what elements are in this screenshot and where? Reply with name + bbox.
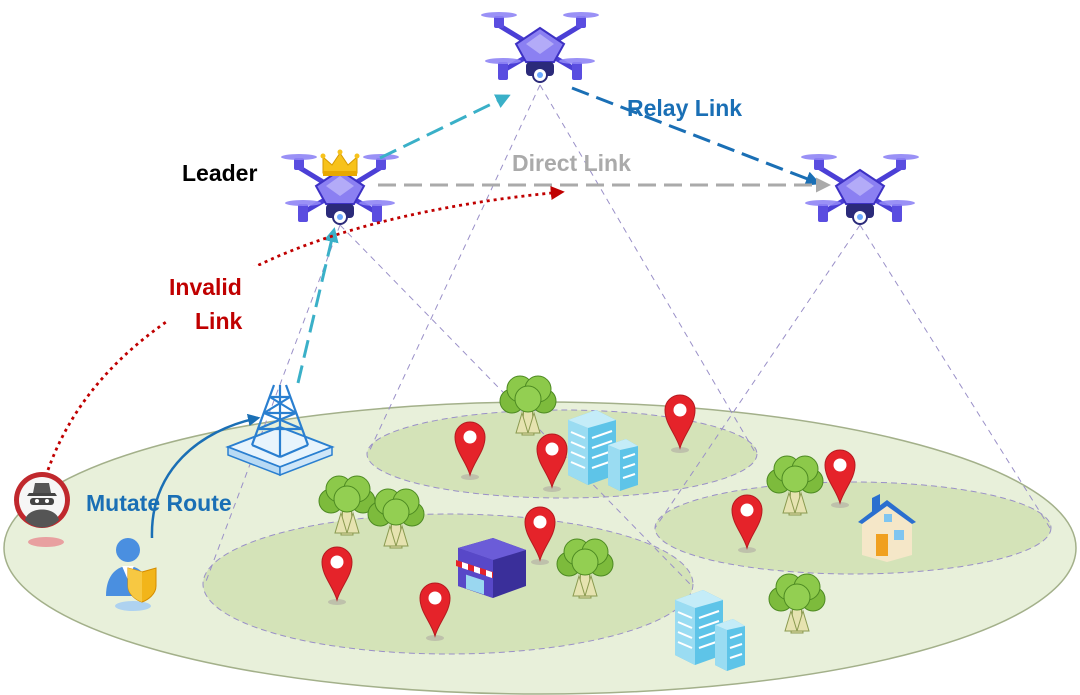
invalid-label-bg — [168, 266, 262, 338]
crown-icon — [320, 149, 360, 176]
drone-icon — [481, 12, 599, 82]
direct-link-label: Direct Link — [512, 150, 631, 176]
tower-icon — [225, 384, 335, 477]
shop-icon — [456, 538, 526, 598]
coverage-cones — [204, 84, 1051, 585]
invalid-link-label-line1: Invalid — [169, 274, 242, 300]
mutate-route-line — [150, 413, 261, 539]
drone-icon — [801, 154, 919, 224]
leader-label: Leader — [182, 160, 257, 186]
mutate-route-label: Mutate Route — [86, 490, 232, 516]
user-shield-icon — [106, 538, 157, 611]
attacker-icon — [14, 472, 70, 547]
coverage-zone-right — [654, 481, 1052, 575]
relay-link-line — [571, 86, 821, 186]
house-icon — [858, 494, 916, 562]
invalid-link-line — [46, 186, 565, 471]
coverage-zone-left — [202, 513, 694, 655]
relay-link-label: Relay Link — [627, 95, 742, 121]
leader-to-relay-link — [379, 94, 511, 160]
invalid-link-label-line2: Link — [195, 308, 242, 334]
tower-to-leader-link — [296, 227, 339, 384]
